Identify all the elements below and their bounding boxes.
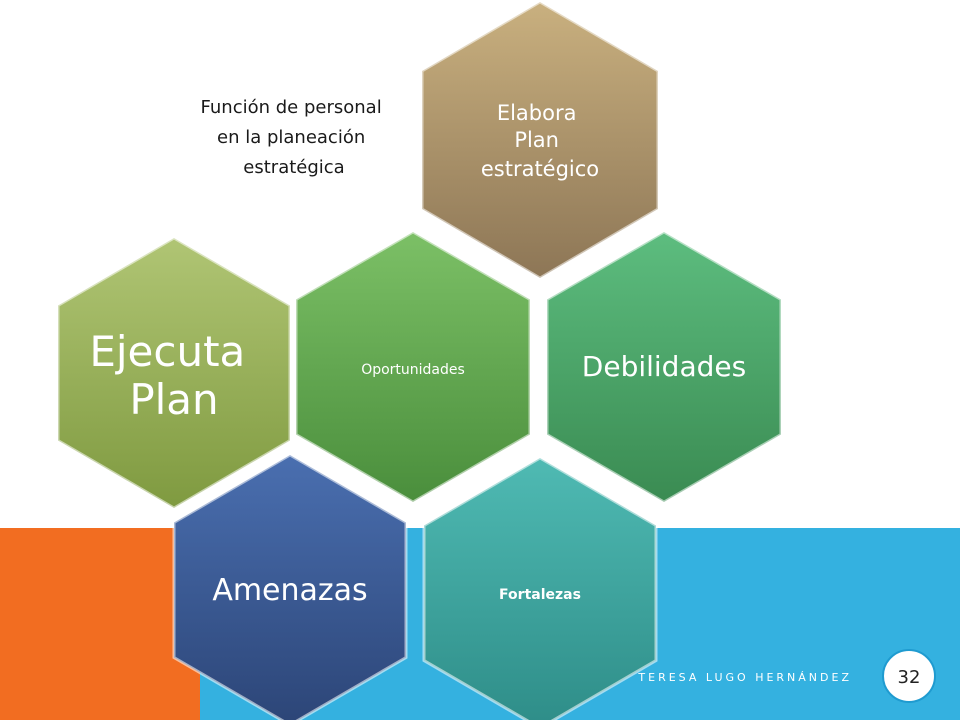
hexagon-oportunidades-shape (294, 230, 532, 504)
hexagon-ejecuta-plan-label: Ejecuta Plan (89, 327, 258, 424)
hexagon-amenazas[interactable]: Amenazas (172, 453, 408, 720)
hexagon-fortalezas-label: Fortalezas (499, 587, 581, 603)
hexagon-elabora-plan-label: Elabora Plan estratégico (481, 101, 599, 181)
hexagon-elabora-plan-shape (420, 0, 660, 280)
subtitle-line-2: en la planeación (217, 127, 365, 148)
slide-subtitle: Función de personal en la planeación est… (201, 97, 388, 178)
page-number: 32 (898, 667, 921, 688)
hexagon-ejecuta-plan[interactable]: Ejecuta Plan (56, 236, 292, 510)
subtitle-line-1: Función de personal (201, 97, 382, 118)
hexagon-elabora-plan[interactable]: Elabora Plan estratégico (420, 0, 660, 280)
hexagon-fortalezas[interactable]: Fortalezas (422, 456, 658, 720)
hexagon-amenazas-label: Amenazas (212, 573, 367, 608)
hexagon-fortalezas-shape (422, 456, 658, 720)
hexagon-amenazas-shape (172, 453, 408, 720)
hexagon-debilidades-shape (545, 230, 783, 504)
orange-band (0, 528, 200, 720)
subtitle-line-3: estratégica (243, 157, 344, 178)
hexagon-group: Elabora Plan estratégico Ejecuta Plan Op… (56, 0, 783, 720)
hexagon-debilidades[interactable]: Debilidades (545, 230, 783, 504)
hexagon-oportunidades-label: Oportunidades (361, 362, 465, 378)
hexagon-ejecuta-plan-shape (56, 236, 292, 510)
page-number-circle (882, 649, 936, 703)
hexagon-debilidades-label: Debilidades (582, 350, 746, 383)
footer-author: TERESA LUGO HERNÁNDEZ (637, 671, 852, 684)
hexagon-oportunidades[interactable]: Oportunidades (294, 230, 532, 504)
